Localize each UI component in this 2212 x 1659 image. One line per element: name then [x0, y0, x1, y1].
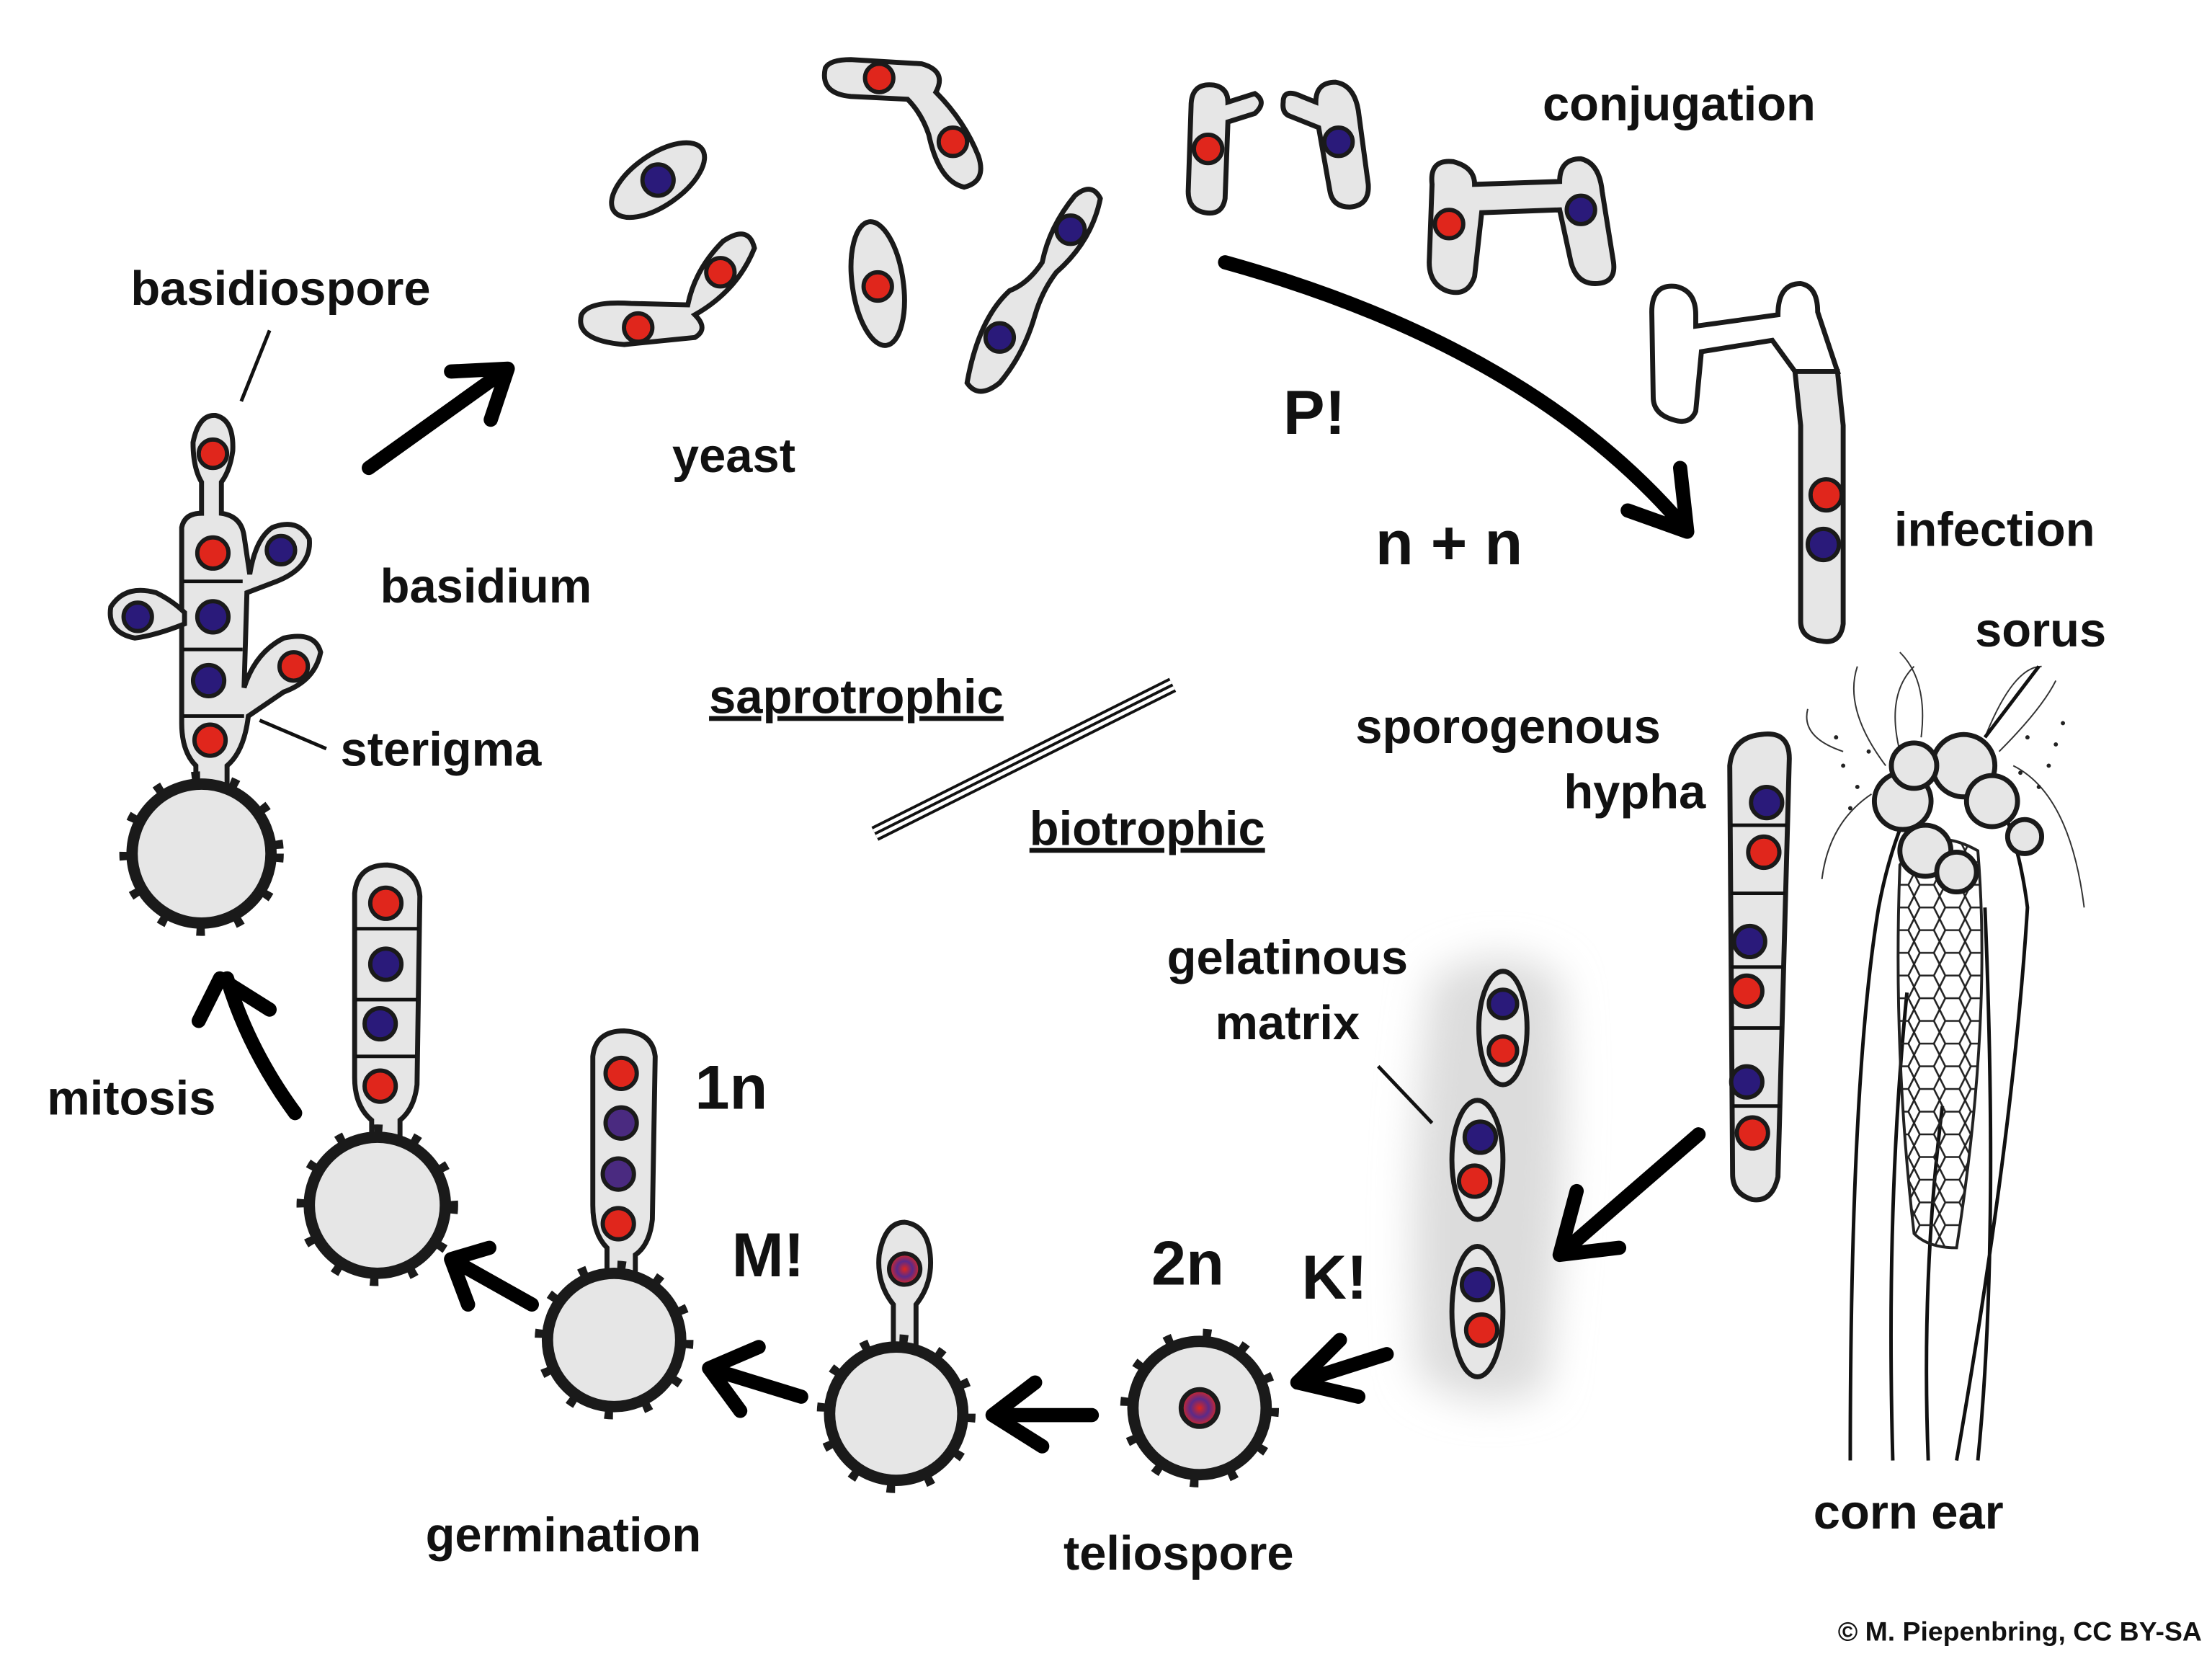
germinating-teliospore: [816, 1219, 976, 1493]
label-sterigma: sterigma: [341, 722, 543, 776]
label-plasmogamy: P!: [1283, 378, 1346, 448]
label-conjugation: conjugation: [1543, 77, 1816, 131]
curved-arrow-dikaryon: [1218, 255, 1695, 539]
arrow-basidiospore-to-yeast: [362, 361, 515, 476]
label-corn-ear: corn ear: [1814, 1485, 2004, 1539]
conjugation-cells: [1185, 79, 1617, 295]
saprotrophic-biotrophic-divider: [871, 677, 1177, 841]
label-basidium: basidium: [380, 559, 592, 613]
copyright-notice: © M. Piepenbring, CC BY-SA: [1838, 1616, 2202, 1646]
basidium-with-basidiospores: [107, 329, 327, 936]
label-mitosis: mitosis: [47, 1071, 215, 1125]
label-biotrophic: biotrophic: [1030, 802, 1265, 856]
infection-hypha: [1649, 281, 1846, 644]
corn-ear: [1806, 651, 2085, 1461]
spore-dots: [1834, 721, 2066, 811]
arrow-hypha-to-matrix: [1552, 1127, 1706, 1263]
label-teliospore: teliospore: [1063, 1526, 1294, 1580]
label-1n: 1n: [695, 1054, 767, 1123]
label-hypha: hypha: [1564, 765, 1706, 819]
sorus-pointer: [1983, 665, 2041, 739]
label-matrix: matrix: [1215, 996, 1360, 1050]
yeast-cells: [578, 57, 1103, 394]
label-n-plus-n: n + n: [1375, 509, 1522, 578]
septate-basidium-mitosis: [296, 862, 458, 1286]
label-sorus: sorus: [1975, 603, 2106, 657]
arrow-matrix-to-teliospore: [1290, 1333, 1394, 1404]
arrow-germination-to-mitosis: [444, 1240, 539, 1312]
label-sporogenous: sporogenous: [1355, 700, 1661, 754]
label-meiosis: M!: [732, 1221, 805, 1290]
sporogenous-hypha: [1727, 731, 1792, 1203]
label-2n: 2n: [1151, 1229, 1224, 1299]
gelatinous-matrix: [1376, 957, 1565, 1401]
label-yeast: yeast: [672, 429, 795, 483]
label-karyogamy: K!: [1302, 1243, 1368, 1312]
label-germination: germination: [426, 1508, 702, 1562]
label-saprotrophic: saprotrophic: [709, 670, 1004, 724]
arrow-germ-to-germination: [702, 1340, 808, 1418]
sorus-galls: [1871, 731, 2045, 895]
probasidium-1n: [535, 1028, 694, 1420]
label-gelatinous: gelatinous: [1167, 931, 1408, 985]
arrow-teliospore-to-germ: [985, 1375, 1100, 1454]
teliospore-cell: [1120, 1328, 1280, 1487]
label-basidiospore: basidiospore: [130, 262, 430, 316]
arrow-mitosis-to-basidium: [191, 971, 303, 1121]
label-infection: infection: [1894, 502, 2095, 556]
